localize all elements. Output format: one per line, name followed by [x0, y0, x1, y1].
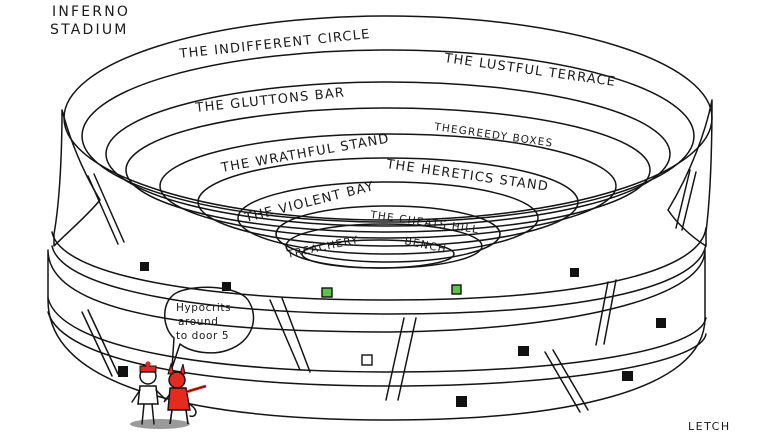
stair-6b: [681, 171, 697, 231]
stair-7: [81, 311, 113, 377]
stair-7b: [87, 309, 119, 375]
door: [622, 371, 633, 381]
pitch: [301, 239, 455, 269]
stair-4b: [552, 349, 589, 411]
stair-6: [675, 169, 691, 229]
artist-signature: LETCH: [688, 420, 731, 432]
title-line-1: INFERNO: [52, 4, 130, 20]
speech-bubble-shape: [164, 286, 255, 369]
ring-wrathful: [159, 133, 617, 239]
stair-2b: [281, 297, 311, 373]
door: [518, 346, 529, 356]
door: [456, 396, 467, 407]
devil-icon: [163, 362, 207, 425]
stair-3b: [397, 317, 417, 401]
stadium-doors: [118, 262, 666, 407]
ring-lustful: [81, 49, 695, 223]
ring-heretics: [197, 157, 579, 247]
figure-shadow: [130, 419, 190, 429]
stadium-bowl: [63, 15, 713, 269]
door: [570, 268, 579, 277]
stadium-walls: [47, 99, 713, 421]
ring-cheats: [275, 205, 501, 263]
stair-5: [595, 281, 609, 346]
tier-label-heretics: THE HERETICS STAND: [384, 157, 549, 195]
stair-5b: [603, 279, 617, 345]
ledge-top: [51, 227, 707, 301]
stair-3: [385, 317, 405, 401]
door: [656, 318, 666, 328]
upper-wall-left: [53, 109, 101, 247]
ring-violent: [237, 181, 539, 255]
door: [222, 282, 231, 291]
tier-label-wrathful: THE WRATHFUL STAND: [219, 132, 391, 177]
figures: [130, 361, 207, 429]
door: [140, 262, 149, 271]
stair-4: [544, 351, 581, 413]
bubble-line-2: around: [178, 316, 219, 328]
stair-1: [87, 175, 119, 245]
upper-wall-right: [667, 99, 713, 247]
tier-label-greedy: THEGREEDY BOXES: [433, 121, 555, 150]
bubble-line-3: to door 5: [176, 330, 229, 342]
bubble-line-1: Hypocrits: [176, 302, 231, 314]
tier-label-gluttons: THE GLUTTONS BAR: [194, 85, 346, 116]
ring-greedy: [125, 107, 651, 233]
person-icon: [131, 361, 167, 425]
cartoon-title: INFERNO STADIUM: [50, 4, 130, 38]
door: [118, 366, 128, 377]
bowl-rim: [63, 15, 713, 221]
stair-2: [269, 299, 301, 371]
ledge-top-2: [51, 243, 707, 315]
stair-1b: [93, 173, 125, 243]
door: [451, 284, 462, 295]
speech-bubble: Hypocrits around to door 5: [164, 286, 255, 369]
tier-label-lustful: THE LUSTFUL TERRACE: [442, 51, 617, 90]
title-line-2: STADIUM: [50, 22, 129, 38]
door: [361, 354, 373, 366]
ring-gluttons: [105, 81, 671, 227]
door: [321, 287, 333, 298]
ledge-mid: [47, 297, 707, 373]
